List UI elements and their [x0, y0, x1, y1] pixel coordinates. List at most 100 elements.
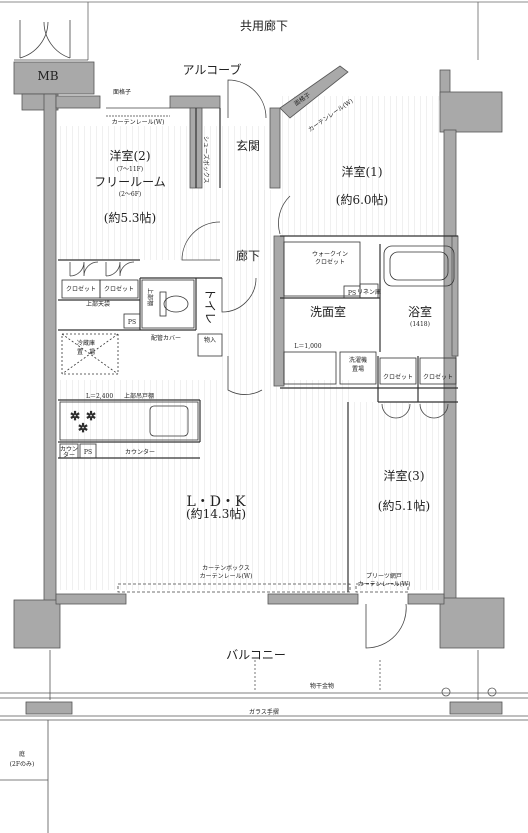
label-alcove: アルコーブ [183, 62, 242, 77]
label-closet-d: クロゼット [423, 373, 453, 381]
walkin-box [283, 241, 361, 297]
closet-b-box [99, 279, 139, 299]
room1-door [278, 195, 291, 235]
flooring [60, 96, 442, 590]
bathtub-outer [383, 245, 455, 287]
label-fridge: 冷蔵庫 [77, 339, 95, 347]
label-yard: 庭 [19, 750, 25, 758]
linen-box [359, 283, 379, 299]
stove-icon: ✲ ✲ ✲ [70, 409, 97, 436]
label-counter-left-b: ター [63, 451, 75, 459]
label-bath: 浴室 [408, 304, 432, 319]
curtain-rails [106, 107, 409, 593]
label-pleated-screen: プリーツ網戸 [366, 572, 402, 580]
label-pipe-cover: 配管カバー [151, 334, 181, 342]
wall-angled-room1 [279, 65, 349, 119]
wall-entrance-right [269, 107, 281, 189]
label-room2-floor-b: (2〜6F) [119, 191, 141, 198]
label-yard-note: (2Fのみ) [10, 761, 35, 768]
label-kitchen-length: L＝2,400 [86, 393, 113, 400]
counter-left-box [59, 443, 79, 459]
corridor-double-door [14, 20, 88, 61]
wall-right-pillar-top [439, 91, 503, 133]
label-room2-size: (約5.3帖) [104, 210, 156, 225]
wall-bottom-mid [267, 593, 359, 605]
vanity [283, 351, 337, 385]
wall-mb-block [13, 61, 95, 95]
label-common-corridor: 共用廊下 [240, 18, 288, 33]
label-balcony: バルコニー [226, 648, 286, 662]
wall-bottom-right [407, 593, 445, 605]
balcony-door [365, 603, 407, 649]
label-ldk: L・D・K [187, 494, 247, 510]
label-room2-title: 洋室(2) [110, 148, 151, 163]
room2-door [181, 221, 221, 261]
ps-box-3 [79, 443, 97, 459]
wall-bottom-left [55, 593, 127, 605]
partitions [58, 108, 458, 592]
label-room1-title: 洋室(1) [342, 164, 383, 179]
wall-top-left [55, 95, 101, 109]
label-closet-a: クロゼット [66, 285, 96, 293]
label-curtain-rail-w: カーテンレール(W) [200, 573, 253, 580]
label-washroom: 洗面室 [310, 304, 346, 319]
wall-bath-right [451, 235, 459, 357]
ldk-door [227, 356, 263, 395]
bathtub-inner [389, 251, 449, 281]
wall-core-top [273, 235, 285, 387]
label-curtain-rail-w2: カーテンレール(W) [358, 581, 411, 588]
label-storage: 物入 [204, 336, 216, 344]
label-bath-size: (1418) [410, 321, 430, 328]
label-room3-size: (約5.1帖) [378, 498, 430, 513]
svg-text:✲: ✲ [70, 409, 80, 423]
wall-top-mid [169, 95, 221, 109]
wall-left-pillar-bottom [13, 599, 61, 649]
label-hallway: 廊下 [236, 248, 260, 263]
toilet-door [221, 277, 257, 313]
fixtures [59, 241, 457, 459]
label-mb: MB [37, 69, 58, 83]
label-fridge-place: 置 場 [77, 348, 95, 356]
label-upper-storage: 上部天袋 [86, 300, 110, 308]
label-ldk-size: (約14.3帖) [186, 506, 246, 521]
label-walkin-closet: クロゼット [315, 258, 345, 266]
label-upper-cabinet: 上部吊戸棚 [124, 392, 154, 400]
label-room3-title: 洋室(3) [384, 468, 425, 483]
label-walkin: ウォークイン [312, 250, 348, 258]
label-washer-place: 置場 [352, 365, 364, 373]
labels: 共用廊下 アルコーブ MB 面格子 カーテンレール(W) 面格子 カーテンレール… [10, 18, 453, 768]
toilet-tank [159, 291, 167, 317]
closet-d-box [419, 357, 457, 385]
label-closet-b: クロゼット [104, 285, 134, 293]
ps-box-1 [123, 313, 141, 329]
svg-text:✲: ✲ [78, 421, 88, 435]
label-lattice-left: 面格子 [113, 88, 131, 96]
label-curtain-box: カーテンボックス [202, 564, 250, 572]
fridge-space [61, 333, 119, 375]
label-curtain-rail-left: カーテンレール(W) [112, 119, 165, 126]
label-toilet: トイレ [203, 288, 217, 324]
washer-box [339, 351, 377, 385]
label-closet-c: クロゼット [383, 373, 413, 381]
closet-doors-top [69, 261, 135, 277]
sink [149, 405, 189, 437]
closet-c-box [379, 357, 417, 385]
wall-left-outer [43, 93, 57, 605]
label-counter: カウンター [125, 448, 155, 456]
label-washer: 洗濯機 [349, 356, 367, 364]
label-room2-floor-a: (7〜11F) [117, 166, 143, 173]
label-ps-1: PS [128, 319, 136, 326]
closet-doors-room3 [381, 403, 449, 419]
label-linen: リネン庫 [357, 288, 381, 296]
wall-right-pillar-bottom [439, 597, 505, 649]
wall-right-outer [443, 129, 457, 606]
doors [69, 79, 449, 649]
label-vanity-length: L＝1,000 [294, 343, 321, 350]
storage-box [197, 333, 223, 357]
label-laundry-hardware: 物干金物 [310, 682, 334, 690]
label-room2-free: フリールーム [94, 175, 166, 189]
balcony-area [0, 650, 528, 833]
label-room1-size: (約6.0帖) [336, 192, 388, 207]
alcove-door [227, 79, 267, 119]
